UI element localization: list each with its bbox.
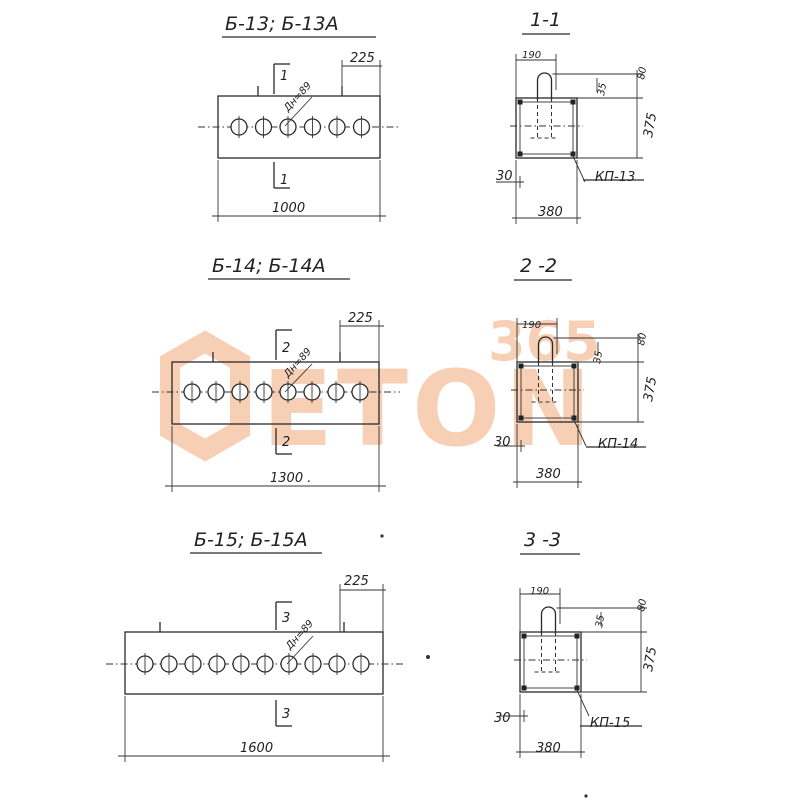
- rebar-corner: [570, 151, 576, 157]
- dim-35-label: 35: [592, 350, 605, 364]
- svg-text:2: 2: [282, 435, 290, 450]
- section-outline: [516, 361, 579, 423]
- dim-right-label: 225: [348, 311, 373, 326]
- lifting-loop: [540, 606, 557, 634]
- dim-375-label: 375: [641, 112, 660, 139]
- dim-80-label: 80: [636, 66, 649, 80]
- dim-80-label: 80: [636, 332, 649, 346]
- lifting-loop: [537, 336, 554, 364]
- svg-text:3: 3: [282, 611, 290, 626]
- mark-leader: [574, 685, 590, 717]
- cross-section-2-2: 2 -2 190 80 35 375 30 380 КП-14: [494, 255, 660, 488]
- section-title: 3 -3: [524, 529, 561, 551]
- watermark-word: ETON: [262, 348, 595, 470]
- length-label: 1300 .: [270, 471, 311, 486]
- mark-label: КП-14: [598, 437, 638, 452]
- dim-width-label: 380: [538, 205, 563, 220]
- elevation-title: Б-15; Б-15А: [194, 529, 308, 551]
- mark-leader: [570, 151, 586, 183]
- dim-375-label: 375: [641, 646, 660, 673]
- speck: [426, 655, 430, 659]
- hole-row: [136, 653, 370, 675]
- dim-right-label: 225: [350, 51, 375, 66]
- section-mark-top: 1: [273, 63, 290, 94]
- rebar-corner: [518, 415, 524, 421]
- elevation-title: Б-14; Б-14А: [212, 255, 326, 277]
- lifting-loop: [536, 72, 553, 100]
- section-mark-top: 2: [275, 329, 292, 360]
- elevation-title: Б-13; Б-13А: [225, 13, 339, 35]
- elevation-block-b15: Б-15; Б-15А 3 3 Дн=89 225: [106, 529, 588, 798]
- rebar-corner: [574, 685, 580, 691]
- svg-text:1: 1: [280, 69, 288, 84]
- dim-width-label: 380: [536, 741, 561, 756]
- dim-80-label: 80: [636, 598, 649, 612]
- hole-row: [230, 116, 371, 138]
- rebar-corner: [521, 685, 527, 691]
- elevation-block-b14: Б-14; Б-14А 2 2 Дн=89 225: [152, 255, 400, 492]
- svg-text:1: 1: [280, 173, 288, 188]
- length-label: 1600: [240, 741, 273, 756]
- dim-top-label: 190: [530, 586, 549, 597]
- svg-text:2: 2: [282, 341, 290, 356]
- rebar-corner: [571, 363, 577, 369]
- rebar-corner: [517, 99, 523, 105]
- speck: [380, 534, 384, 538]
- dim-top-label: 190: [522, 320, 541, 331]
- section-outline: [515, 97, 578, 159]
- cross-section-1-1: 1-1 190 80 35 375 30 380 КП-13: [496, 9, 660, 224]
- section-title: 1-1: [530, 9, 561, 31]
- mark-leader: [571, 415, 587, 447]
- rebar-frame: [523, 635, 578, 689]
- cross-section-3-3: 3 -3 190 80 35 375 30 380 КП-15: [494, 529, 660, 758]
- length-label: 1000: [272, 201, 305, 216]
- dim-side-label: 30: [496, 169, 513, 184]
- rebar-corner: [521, 633, 527, 639]
- dim-375-label: 375: [641, 376, 660, 403]
- block-outline: [124, 631, 384, 695]
- svg-text:3: 3: [282, 707, 290, 722]
- section-title: 2 -2: [520, 255, 557, 277]
- rebar-corner: [570, 99, 576, 105]
- section-mark-bottom: 2: [275, 428, 292, 455]
- section-outline: [519, 631, 582, 693]
- dim-side-label: 30: [494, 711, 511, 726]
- rebar-frame: [520, 365, 575, 419]
- dim-top-label: 190: [522, 50, 541, 61]
- mark-label: КП-13: [595, 170, 635, 185]
- rebar-corner: [518, 363, 524, 369]
- hole-diameter-label: Дн=89: [281, 80, 314, 114]
- rebar-corner: [517, 151, 523, 157]
- dim-35-label: 35: [596, 82, 609, 96]
- mark-label: КП-15: [590, 716, 630, 731]
- block-outline: [171, 361, 380, 425]
- dim-right-label: 225: [344, 574, 369, 589]
- rebar-corner: [574, 633, 580, 639]
- dim-width-label: 380: [536, 467, 561, 482]
- hole-row: [183, 381, 369, 403]
- section-mark-bottom: 1: [273, 162, 290, 189]
- section-mark-top: 3: [275, 601, 292, 630]
- section-mark-bottom: 3: [275, 700, 292, 727]
- dim-side-label: 30: [494, 435, 511, 450]
- rebar-corner: [571, 415, 577, 421]
- rebar-frame: [519, 101, 574, 155]
- speck: [584, 794, 588, 798]
- elevation-block-b13: Б-13; Б-13А 1 1 Дн=89 225: [198, 13, 398, 222]
